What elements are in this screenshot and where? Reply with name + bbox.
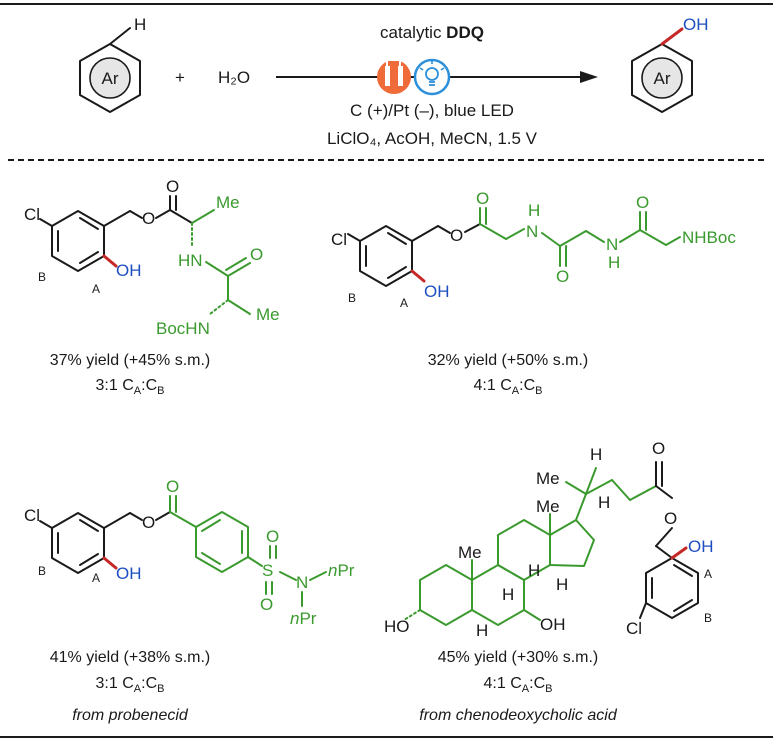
cl-label: Cl — [24, 205, 40, 224]
nhboc-label: NHBoc — [682, 228, 736, 247]
pos-a-label-4: A — [704, 567, 712, 581]
h-label-c20: H — [590, 445, 602, 464]
reactant-arene: Ar H — [79, 15, 146, 113]
n-label-2: N — [606, 235, 618, 254]
product-ar-label: Ar — [654, 69, 671, 88]
ratio-1: 3:1 CA:CB — [96, 377, 165, 397]
pos-a-label-3: A — [92, 571, 100, 585]
product-phenol: Ar OH — [631, 15, 709, 113]
electrochemistry-icon — [377, 59, 411, 94]
amide-o-label: O — [250, 245, 263, 264]
h-label-c14: H — [556, 575, 568, 594]
cl-label-3: Cl — [24, 506, 40, 525]
hn-label: HN — [178, 251, 203, 270]
pos-a-label-2: A — [400, 296, 408, 310]
oh-label-c7: OH — [540, 615, 566, 634]
reactant-ar-label: Ar — [102, 69, 119, 88]
reactant-h-label: H — [134, 15, 146, 34]
me-label-3: Me — [458, 543, 482, 562]
s-label: S — [262, 561, 273, 580]
h-label-c9: H — [502, 585, 514, 604]
catalyst-label: catalytic DDQ — [380, 23, 484, 42]
carbonyl-o-label: O — [166, 177, 179, 196]
yield-4: 45% yield (+30% s.m.) — [438, 649, 599, 666]
nh-h-label: H — [528, 201, 540, 220]
pos-b-label-3: B — [38, 564, 46, 578]
bochn-label: BocHN — [156, 319, 210, 338]
npr-label-2: nPr — [290, 609, 317, 628]
ho-label: HO — [384, 617, 410, 636]
ratio-2: 4:1 CA:CB — [474, 377, 543, 397]
oh-label-3: OH — [116, 564, 142, 583]
sulfonyl-o-label-2: O — [260, 595, 273, 614]
me-label: Me — [216, 193, 240, 212]
source-4: from chenodeoxycholic acid — [419, 707, 618, 724]
amide-o-label-3: O — [636, 193, 649, 212]
npr-label: nPr — [328, 561, 355, 580]
product-oh-label: OH — [683, 15, 709, 34]
carbonyl-o-label-2: O — [476, 189, 489, 208]
ester-o-label-2: O — [450, 226, 463, 245]
ester-o-label: O — [142, 209, 155, 228]
pos-b-label: B — [38, 270, 46, 284]
yield-1: 37% yield (+45% s.m.) — [50, 352, 211, 369]
amide-o-label-2: O — [556, 267, 569, 286]
structure-3: Cl O O S O O N nPr nPr OH A B — [24, 477, 355, 628]
yield-2: 32% yield (+50% s.m.) — [428, 352, 589, 369]
cl-label-2: Cl — [331, 230, 347, 249]
pos-a-label: A — [92, 282, 100, 296]
pos-b-label-2: B — [348, 291, 356, 305]
plus-sign: + — [175, 68, 185, 87]
ester-o-label-4: O — [664, 509, 677, 528]
me-label-5: Me — [536, 469, 560, 488]
carbonyl-o-label-4: O — [652, 439, 665, 458]
nh-h-label-2: H — [608, 253, 620, 272]
light-bulb-icon — [413, 58, 451, 96]
h-label-c8: H — [528, 561, 540, 580]
me-label-2: Me — [256, 305, 280, 324]
ester-o-label-3: O — [142, 513, 155, 532]
carbonyl-o-label-3: O — [166, 477, 179, 496]
oh-label-2: OH — [424, 282, 450, 301]
conditions-line-1: C (+)/Pt (–), blue LED — [350, 101, 514, 120]
conditions-line-2: LiClO₄, AcOH, MeCN, 1.5 V — [327, 129, 538, 148]
oh-label: OH — [116, 261, 142, 280]
sulfonyl-o-label: O — [266, 527, 279, 546]
n-label: N — [526, 222, 538, 241]
n-label-3: N — [296, 573, 308, 592]
cl-label-4: Cl — [626, 619, 642, 638]
h-label-c5: H — [476, 621, 488, 640]
h-label-c17: H — [598, 493, 610, 512]
ratio-4: 4:1 CA:CB — [484, 675, 553, 695]
yield-3: 41% yield (+38% s.m.) — [50, 649, 211, 666]
me-label-4: Me — [536, 497, 560, 516]
source-3: from probenecid — [72, 707, 189, 724]
structure-2: Cl O O N H O N H O NHBoc OH A B — [331, 189, 736, 310]
pos-b-label-4: B — [704, 611, 712, 625]
structure-4: Me Me HO OH H H H H H Me H O O — [384, 439, 714, 640]
oh-label-4: OH — [688, 537, 714, 556]
water-label: H₂O — [218, 68, 250, 87]
structure-1: Cl O O Me HN O Me BocHN OH A B — [24, 177, 280, 338]
ratio-3: 3:1 CA:CB — [96, 675, 165, 695]
